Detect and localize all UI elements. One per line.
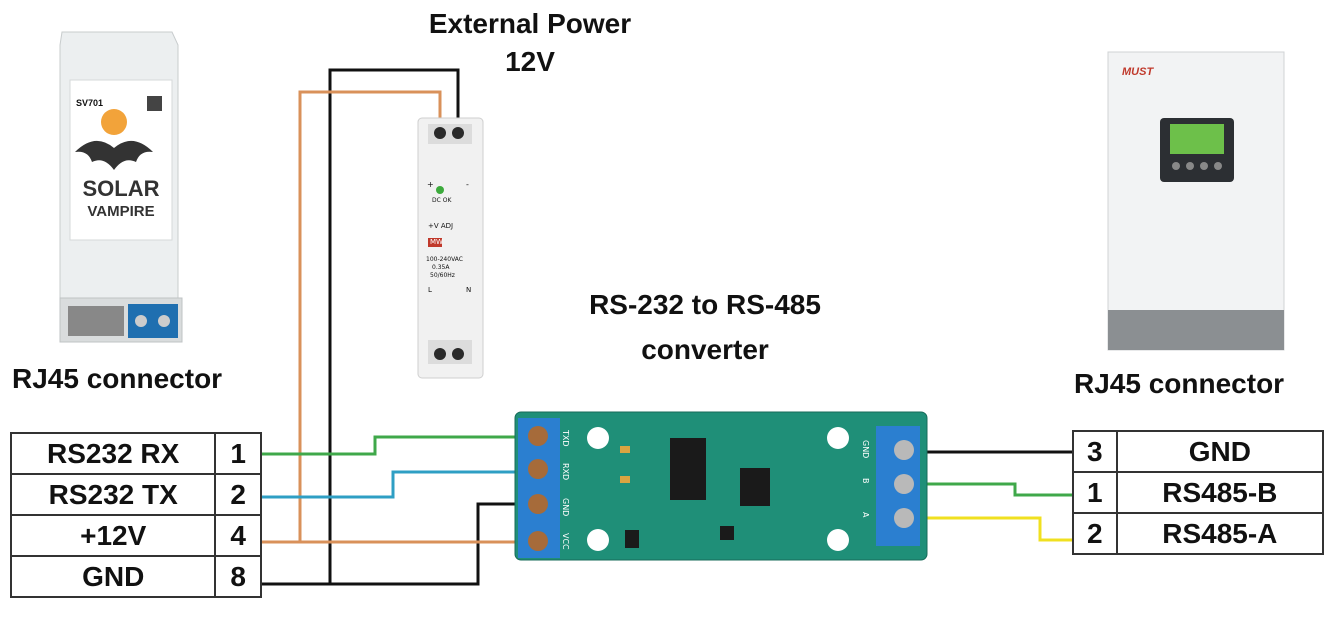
board-pin-gnd-right: GND xyxy=(861,440,870,459)
left-signal-cell: RS232 TX xyxy=(9,473,217,516)
table-row: RS232 RX 1 xyxy=(9,432,262,475)
converter-board xyxy=(514,411,928,561)
left-rj45-label: RJ45 connector xyxy=(12,363,223,394)
psu-minus: - xyxy=(466,180,469,189)
left-signal-cell: +12V xyxy=(9,514,217,557)
right-pin-cell: 3 xyxy=(1072,430,1118,473)
ic-chip-icon xyxy=(670,438,706,500)
external-power-title: External Power xyxy=(428,8,632,39)
psu-logo: MW xyxy=(430,238,443,246)
device-model-label: SV701 xyxy=(76,98,104,108)
wire-green-rs485-b xyxy=(905,482,1072,497)
table-row: +12V 4 xyxy=(9,514,262,557)
board-pin-b: B xyxy=(861,478,870,484)
qr-code-icon xyxy=(147,96,162,111)
wire-blue-tx xyxy=(262,470,530,499)
left-pin-cell: 8 xyxy=(214,555,262,598)
converter-title: RS-232 to RS-485 xyxy=(589,289,821,320)
table-row: 3 GND xyxy=(1072,430,1325,473)
led-indicator-icon xyxy=(436,186,444,194)
solar-vampire-device xyxy=(59,31,183,343)
board-pin-vcc: VCC xyxy=(561,533,570,550)
wire-yellow-rs485-a xyxy=(905,516,1072,542)
left-pin-cell: 4 xyxy=(214,514,262,557)
board-pin-a: A xyxy=(861,512,870,518)
psu-adj: +V ADJ xyxy=(428,222,454,230)
wire-green-rx xyxy=(262,435,530,456)
board-pin-rxd: RXD xyxy=(561,463,570,481)
psu-n: N xyxy=(466,286,472,294)
inverter-device xyxy=(1107,51,1285,351)
left-signal-cell: GND xyxy=(9,555,217,598)
right-pin-table: 3 GND 1 RS485-B 2 RS485-A xyxy=(1072,430,1325,555)
left-pin-table: RS232 RX 1 RS232 TX 2 +12V 4 GND 8 xyxy=(9,432,262,598)
psu-spec-1: 100-240VAC xyxy=(426,256,463,263)
psu-l: L xyxy=(428,286,432,294)
right-pin-cell: 1 xyxy=(1072,471,1118,514)
sun-icon xyxy=(101,109,127,135)
device-brand-line2: VAMPIRE xyxy=(87,203,155,220)
psu-spec-2: 0.35A xyxy=(432,264,450,271)
right-pin-cell: 2 xyxy=(1072,512,1118,555)
right-signal-cell: RS485-A xyxy=(1115,512,1325,555)
wire-black-power-gnd xyxy=(262,68,460,586)
device-brand-line1: SOLAR xyxy=(82,176,160,201)
left-pin-cell: 2 xyxy=(214,473,262,516)
psu-spec-3: 50/60Hz xyxy=(430,272,455,279)
table-row: 2 RS485-A xyxy=(1072,512,1325,555)
right-signal-cell: RS485-B xyxy=(1115,471,1325,514)
external-power-voltage: 12V xyxy=(505,46,555,77)
left-pin-cell: 1 xyxy=(214,432,262,475)
ic-chip-icon xyxy=(740,468,770,506)
table-row: GND 8 xyxy=(9,555,262,598)
right-signal-cell: GND xyxy=(1115,430,1325,473)
psu-plus: + xyxy=(427,180,434,189)
inverter-brand-label: MUST xyxy=(1122,66,1154,78)
power-supply-device xyxy=(417,117,484,379)
wire-black-converter-gnd xyxy=(330,502,530,586)
right-rj45-label: RJ45 connector xyxy=(1074,368,1285,399)
board-pin-txd: TXD xyxy=(561,430,570,447)
table-row: 1 RS485-B xyxy=(1072,471,1325,514)
bat-icon xyxy=(75,140,153,170)
left-signal-cell: RS232 RX xyxy=(9,432,217,475)
psu-dcok: DC OK xyxy=(432,197,452,204)
board-pin-gnd: GND xyxy=(561,498,570,517)
table-row: RS232 TX 2 xyxy=(9,473,262,516)
converter-subtitle: converter xyxy=(641,334,769,365)
wire-orange-12v xyxy=(262,90,442,544)
